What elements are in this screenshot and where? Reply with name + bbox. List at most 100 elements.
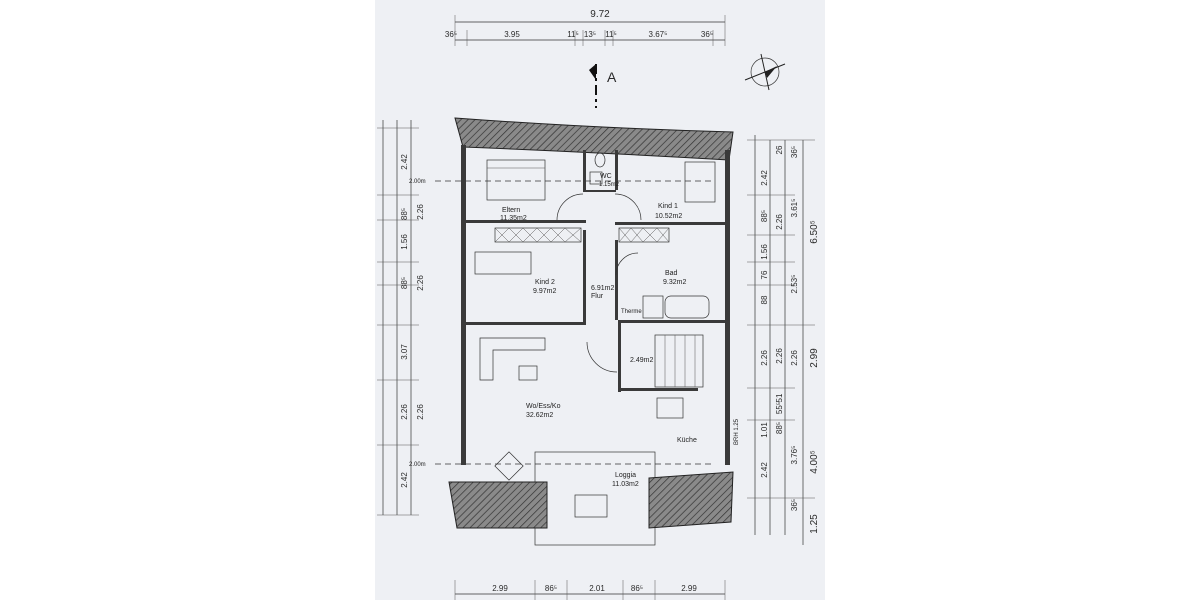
bottom-dim-5: 2.99 bbox=[681, 584, 697, 593]
right-dim-a7: 1.01 bbox=[760, 422, 769, 438]
right-dim-a8: 2.42 bbox=[760, 462, 769, 478]
right-dim-a3: 1.56 bbox=[760, 244, 769, 260]
room-wc-area: 1.15m2 bbox=[599, 182, 620, 188]
bed-eltern-icon bbox=[486, 159, 546, 201]
left-dim-7: 3.07 bbox=[400, 344, 409, 360]
top-dim-6: 3.67⁵ bbox=[649, 30, 668, 39]
bottom-dim-2: 86⁵ bbox=[545, 584, 557, 593]
level-mark-bottom: 2.00m bbox=[409, 462, 426, 468]
right-dim-a5: 88 bbox=[760, 295, 769, 304]
bottom-dim-3: 2.01 bbox=[589, 584, 605, 593]
loggia-table-icon bbox=[574, 494, 608, 518]
left-dim-6: 2.26 bbox=[416, 275, 425, 291]
top-dim-2: 3.95 bbox=[504, 30, 520, 39]
right-dim-b8: 88⁵ bbox=[775, 422, 784, 434]
section-marker: A bbox=[589, 64, 617, 108]
section-marker-label: A bbox=[607, 69, 617, 85]
right-dim-b2: 2.26 bbox=[775, 214, 784, 230]
room-wohnen-area: 32.62m2 bbox=[526, 412, 553, 419]
left-dimension-labels: 2.42 88⁵ 2.26 1.56 88⁵ 2.26 3.07 2.26 2.… bbox=[400, 154, 425, 488]
room-therme-name: Therme bbox=[621, 309, 642, 315]
wardrobe-icon bbox=[494, 227, 582, 243]
room-eltern-name: Eltern bbox=[502, 207, 520, 214]
top-dim-3: 11⁵ bbox=[567, 30, 579, 39]
left-dim-10: 2.42 bbox=[400, 472, 409, 488]
bottom-dim-1: 2.99 bbox=[492, 584, 508, 593]
plant-icon bbox=[494, 451, 524, 481]
room-flur-name: Flur bbox=[591, 293, 604, 300]
loggia-left-hatch bbox=[448, 481, 548, 529]
loggia-area bbox=[448, 451, 734, 546]
right-dim-b7: 36⁵ bbox=[790, 499, 799, 511]
room-flur-area: 6.91m2 bbox=[591, 285, 614, 292]
dining-table-icon bbox=[656, 397, 684, 419]
right-dim-d2: 4.00⁵ bbox=[809, 450, 820, 474]
right-dim-b9: 51 bbox=[775, 393, 784, 402]
bed-kind2-icon bbox=[474, 251, 532, 275]
loggia-outline bbox=[534, 451, 656, 546]
room-bad-area: 9.32m2 bbox=[663, 279, 686, 286]
staircase-icon bbox=[654, 334, 704, 388]
top-dim-1: 36⁵ bbox=[445, 30, 457, 39]
sofa-icon bbox=[479, 337, 546, 381]
room-kind1-name: Kind 1 bbox=[658, 203, 678, 210]
right-dim-a4: 76 bbox=[760, 270, 769, 279]
room-kind2-area: 9.97m2 bbox=[533, 288, 556, 295]
coffee-table-icon bbox=[518, 365, 538, 381]
room-kind1-area: 10.52m2 bbox=[655, 213, 682, 220]
right-dim-b5: 2.26 bbox=[790, 350, 799, 366]
left-dim-1: 2.42 bbox=[400, 154, 409, 170]
right-dim-b4: 2.53⁵ bbox=[790, 275, 799, 294]
floor-plan-drawing: 9.72 36⁵ 3.95 11⁵ 13⁵ 11⁵ 3.67⁵ 36⁵ A bbox=[377, 9, 820, 600]
right-dim-d1: 6.50⁵ bbox=[809, 220, 820, 244]
room-wohnen-name: Wo/Ess/Ko bbox=[526, 403, 561, 410]
left-dimension-chain bbox=[377, 120, 419, 516]
right-dim-d3: 1.25 bbox=[809, 514, 820, 534]
room-loggia-name: Loggia bbox=[615, 472, 636, 479]
loggia-right-hatch bbox=[648, 471, 734, 529]
bathtub-icon bbox=[664, 295, 710, 319]
bottom-dimension-chain: 2.99 86⁵ 2.01 86⁵ 2.99 bbox=[454, 580, 726, 600]
shower-icon bbox=[642, 295, 664, 319]
room-kind2-name: Kind 2 bbox=[535, 279, 555, 286]
top-dim-7: 36⁵ bbox=[701, 30, 713, 39]
right-dim-b6: 3.76⁵ bbox=[790, 446, 799, 465]
room-bad-name: Bad bbox=[665, 270, 678, 277]
top-overall-dim: 9.72 bbox=[590, 9, 610, 20]
building-walls bbox=[454, 117, 734, 465]
level-mark-top: 2.00m bbox=[409, 179, 426, 185]
level-lines: 2.00m 2.00m bbox=[409, 179, 715, 468]
right-dim-c2: 3.61⁵ bbox=[790, 199, 799, 218]
right-dim-c1: 36⁵ bbox=[790, 146, 799, 158]
wardrobe-kind1-icon bbox=[618, 227, 670, 243]
left-dim-4: 1.56 bbox=[400, 234, 409, 250]
north-arrow-icon bbox=[744, 53, 786, 91]
right-dimension-labels: 2.42 88⁵ 1.56 76 88 2.26 1.01 2.42 26 2.… bbox=[734, 145, 820, 534]
brh-label: BRH 1.25 bbox=[734, 418, 740, 445]
left-dim-2: 88⁵ bbox=[400, 208, 409, 220]
left-dim-5: 88⁵ bbox=[400, 277, 409, 289]
room-wc-name: WC bbox=[600, 173, 612, 180]
room-kueche-name: Küche bbox=[677, 437, 697, 444]
furniture bbox=[474, 152, 716, 518]
left-dim-8: 2.26 bbox=[400, 404, 409, 420]
room-eltern-area: 11.35m2 bbox=[500, 215, 527, 222]
bed-kind1-icon bbox=[684, 161, 716, 203]
right-dim-c3: 2.99 bbox=[809, 348, 820, 368]
room-loggia-area: 11.03m2 bbox=[612, 481, 639, 488]
toilet-icon bbox=[594, 152, 606, 168]
left-dim-9: 2.26 bbox=[416, 404, 425, 420]
floor-plan-sheet: 9.72 36⁵ 3.95 11⁵ 13⁵ 11⁵ 3.67⁵ 36⁵ A bbox=[375, 0, 825, 600]
right-dim-b1: 26 bbox=[775, 145, 784, 154]
top-dim-4: 13⁵ bbox=[584, 30, 596, 39]
wc-sink-icon bbox=[589, 171, 603, 185]
right-dim-a6: 2.26 bbox=[760, 350, 769, 366]
right-dim-b10: 55⁵ bbox=[775, 402, 784, 414]
left-dim-3: 2.26 bbox=[416, 204, 425, 220]
top-dimension-chain: 9.72 36⁵ 3.95 11⁵ 13⁵ 11⁵ 3.67⁵ 36⁵ bbox=[445, 9, 726, 46]
room-stair-area: 2.49m2 bbox=[630, 357, 653, 364]
right-dim-a1: 2.42 bbox=[760, 170, 769, 186]
room-labels: Eltern 11.35m2 WC 1.15m2 Kind 1 10.52m2 … bbox=[500, 173, 697, 488]
top-dim-5: 11⁵ bbox=[605, 30, 617, 39]
